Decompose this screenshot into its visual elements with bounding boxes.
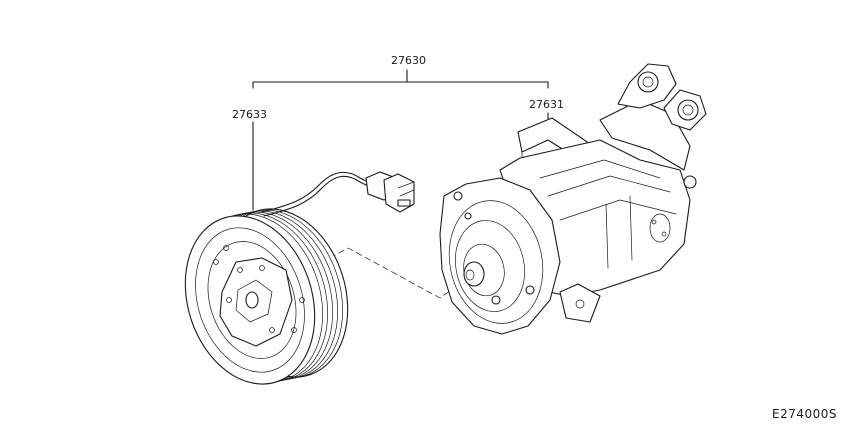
clutch-wire-connector[interactable] (261, 171, 415, 217)
magnetic-clutch[interactable] (164, 192, 368, 401)
figure-code: E274000S (772, 407, 837, 421)
label-assembly-27630[interactable]: 27630 (391, 54, 426, 67)
label-compressor-27631[interactable]: 27631 (529, 98, 564, 111)
label-clutch-27633[interactable]: 27633 (232, 108, 267, 121)
compressor-body[interactable] (438, 63, 707, 335)
